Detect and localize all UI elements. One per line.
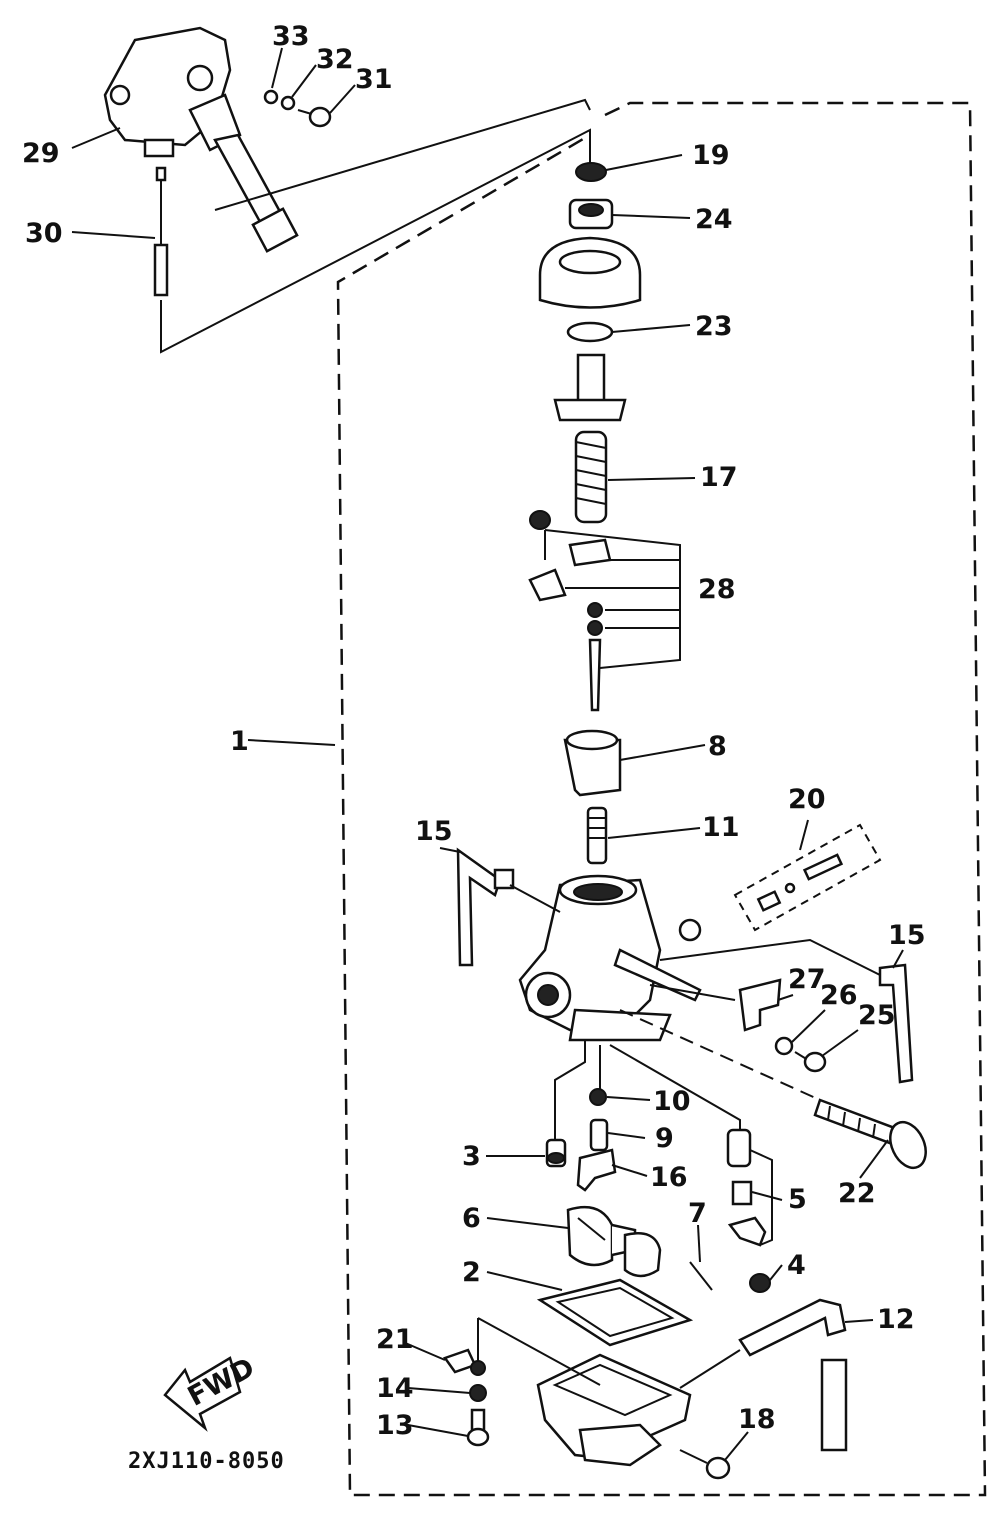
- callout-23: 23: [695, 311, 733, 342]
- mixing-chamber-top-part: [538, 236, 642, 309]
- leader-lines: [71, 47, 904, 1461]
- needle-valve-set-part: [726, 1128, 767, 1247]
- carburetor-body-part: [518, 874, 702, 1042]
- screw-part: [794, 1051, 827, 1073]
- washer-part: [263, 89, 279, 105]
- washer-part: [469, 1384, 487, 1402]
- callout-2: 2: [462, 1257, 481, 1288]
- callout-16: 16: [650, 1162, 688, 1193]
- callout-25: 25: [858, 1000, 896, 1031]
- part-code-label: 2XJ110-8050: [128, 1449, 285, 1474]
- callout-26: 26: [820, 980, 858, 1011]
- callout-32: 32: [316, 44, 354, 75]
- needle-jet-part: [586, 806, 608, 865]
- callout-18: 18: [738, 1404, 776, 1435]
- hose-part: [878, 963, 914, 1084]
- callout-15a: 15: [415, 816, 453, 847]
- washer-part: [589, 1088, 607, 1106]
- callout-24: 24: [695, 204, 733, 235]
- callout-33: 33: [272, 21, 310, 52]
- callout-15b: 15: [888, 920, 926, 951]
- cable-part: [153, 166, 169, 297]
- screw-part: [749, 1273, 771, 1293]
- callout-12: 12: [877, 1304, 915, 1335]
- screw-part: [466, 1408, 490, 1447]
- float-part: [566, 1205, 662, 1278]
- callout-9: 9: [655, 1123, 674, 1154]
- overflow-hose-part: [738, 1298, 848, 1452]
- callout-29: 29: [22, 138, 60, 169]
- callout-5: 5: [788, 1184, 807, 1215]
- o-ring-part: [566, 321, 614, 343]
- float-valve-seat-part: [576, 1148, 617, 1192]
- callout-11: 11: [702, 812, 740, 843]
- assembly-boundary: [336, 101, 987, 1497]
- callout-17: 17: [700, 462, 738, 493]
- screw-part: [470, 1360, 486, 1376]
- plug-part: [678, 918, 702, 942]
- callout-3: 3: [462, 1141, 481, 1172]
- callout-31: 31: [355, 64, 393, 95]
- main-jet-part: [589, 1118, 609, 1152]
- callout-8: 8: [708, 731, 727, 762]
- callout-19: 19: [692, 140, 730, 171]
- float-chamber-gasket-part: [536, 1278, 694, 1347]
- callout-10: 10: [653, 1086, 691, 1117]
- callout-21: 21: [376, 1324, 414, 1355]
- drain-screw-part: [679, 1449, 731, 1480]
- cap-seal-part: [575, 162, 607, 182]
- callout-27: 27: [788, 964, 826, 995]
- washer-part: [774, 1036, 794, 1056]
- float-chamber-part: [536, 1353, 692, 1467]
- throttle-housing-part: [103, 26, 299, 253]
- plate-part: [553, 353, 627, 422]
- callout-28: 28: [698, 574, 736, 605]
- callout-labels: 29 30 33 32 31 19 24 23 17 28 1 8 11 20 …: [22, 21, 926, 1441]
- hose-part: [456, 847, 515, 967]
- callout-14: 14: [376, 1373, 414, 1404]
- callout-6: 6: [462, 1203, 481, 1234]
- fwd-arrow-icon: FWD: [163, 1352, 260, 1432]
- throttle-valve-part: [563, 729, 622, 797]
- pilot-jet-part: [545, 1138, 567, 1168]
- callout-22: 22: [838, 1178, 876, 1209]
- jet-needle-set-part: [528, 510, 612, 712]
- bracket-part: [738, 978, 782, 1032]
- callout-20: 20: [788, 784, 826, 815]
- pilot-screw-set-part: [756, 853, 844, 912]
- float-pin-part: [689, 1261, 713, 1291]
- throttle-spring-part: [574, 430, 608, 524]
- callout-30: 30: [25, 218, 63, 249]
- cable-adjuster-nut-part: [568, 198, 614, 230]
- callout-1: 1: [230, 726, 249, 757]
- throttle-stop-screw-part: [813, 1098, 927, 1170]
- callout-13: 13: [376, 1410, 414, 1441]
- callout-7: 7: [688, 1198, 707, 1229]
- lock-washer-part: [280, 95, 296, 111]
- callout-4: 4: [787, 1250, 806, 1281]
- screw-part: [297, 106, 332, 128]
